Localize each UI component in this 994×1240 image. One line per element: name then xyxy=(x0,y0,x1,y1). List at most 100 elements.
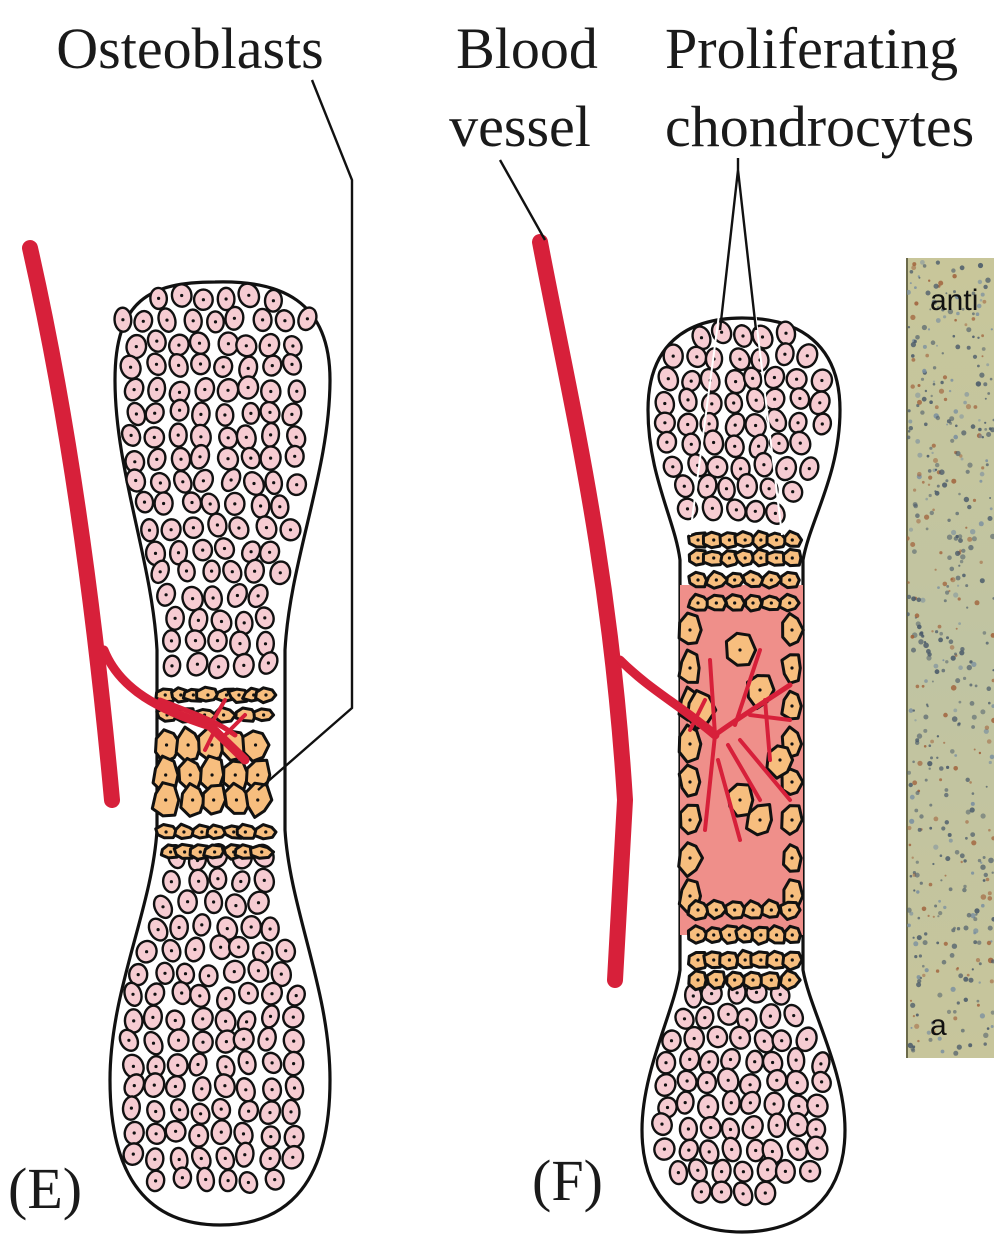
photo-cell-speck xyxy=(988,891,992,895)
photo-cell-speck xyxy=(912,780,917,785)
cell-nucleus xyxy=(249,457,252,460)
photo-cell-speck xyxy=(966,327,971,332)
cell-nucleus xyxy=(227,1179,230,1182)
cell-nucleus xyxy=(219,946,222,949)
cell-nucleus xyxy=(663,1148,666,1151)
photo-cell-speck xyxy=(945,591,949,595)
cell-nucleus xyxy=(696,978,699,981)
photo-cell-speck xyxy=(951,268,955,272)
cell-nucleus xyxy=(270,992,273,995)
cell-nucleus xyxy=(192,526,195,529)
photo-cell-speck xyxy=(988,829,991,832)
photo-cell-speck xyxy=(959,414,964,419)
photo-cell-speck xyxy=(943,906,946,909)
cell-nucleus xyxy=(227,436,230,439)
cell-nucleus xyxy=(242,1132,245,1135)
photo-cell-speck xyxy=(915,393,920,398)
cell-nucleus xyxy=(733,601,736,604)
photo-cell-speck xyxy=(907,595,911,599)
cell-nucleus xyxy=(758,688,761,691)
photo-cell-speck xyxy=(925,390,927,392)
cell-nucleus xyxy=(164,798,167,801)
photo-cell-speck xyxy=(929,883,933,887)
cell-nucleus xyxy=(790,666,793,669)
cell-nucleus xyxy=(730,1148,733,1151)
photo-cell-speck xyxy=(912,262,916,266)
cell-nucleus xyxy=(729,1058,732,1061)
photo-cell-speck xyxy=(972,536,977,541)
cell-nucleus xyxy=(791,490,794,493)
cell-nucleus xyxy=(169,850,172,853)
photo-cell-speck xyxy=(977,337,979,339)
photo-cell-speck xyxy=(932,681,934,683)
cell-nucleus xyxy=(247,294,250,297)
photo-cell-speck xyxy=(913,889,915,891)
cell-nucleus xyxy=(670,1039,673,1042)
cell-nucleus xyxy=(247,1110,250,1113)
photo-cell-speck xyxy=(983,300,987,304)
photo-cell-speck xyxy=(964,497,969,502)
cell-nucleus xyxy=(194,639,197,642)
cell-nucleus xyxy=(271,1061,274,1064)
cell-nucleus xyxy=(184,972,187,975)
cell-nucleus xyxy=(790,628,793,631)
photo-cell-speck xyxy=(960,554,965,559)
cell-nucleus xyxy=(224,997,227,1000)
photo-cell-speck xyxy=(954,409,959,414)
photo-cell-speck xyxy=(941,826,945,830)
photo-cell-speck xyxy=(979,373,984,378)
cell-nucleus xyxy=(711,507,714,510)
cell-nucleus xyxy=(225,693,228,696)
photo-cell-speck xyxy=(913,709,915,711)
cell-nucleus xyxy=(727,1013,730,1016)
photo-cell-speck xyxy=(960,265,965,270)
photo-cell-speck xyxy=(932,863,934,865)
photo-cell-speck xyxy=(937,735,939,737)
cell-nucleus xyxy=(233,970,236,973)
cell-nucleus xyxy=(734,424,737,427)
photo-cell-speck xyxy=(953,1051,958,1056)
cell-nucleus xyxy=(201,1017,204,1020)
photo-cell-speck xyxy=(964,392,969,397)
photo-cell-speck xyxy=(917,598,922,603)
cell-nucleus xyxy=(762,463,765,466)
photo-cell-speck xyxy=(958,538,963,543)
photo-cell-speck xyxy=(910,270,914,274)
photo-cell-speck xyxy=(926,528,929,531)
photo-cell-speck xyxy=(914,719,916,721)
cell-nucleus xyxy=(256,798,259,801)
cell-nucleus xyxy=(235,798,238,801)
photo-cell-speck xyxy=(910,542,915,547)
photo-cell-speck xyxy=(916,685,920,689)
photo-cell-speck xyxy=(933,458,938,463)
cell-nucleus xyxy=(250,925,253,928)
cell-nucleus xyxy=(690,380,693,383)
photo-cell-speck xyxy=(915,873,920,878)
photo-cell-speck xyxy=(974,405,978,409)
photo-cell-speck xyxy=(957,1045,962,1050)
cell-nucleus xyxy=(775,933,778,936)
photo-cell-speck xyxy=(907,581,910,584)
cell-nucleus xyxy=(770,978,773,981)
photo-cell-speck xyxy=(980,865,985,870)
photo-cell-speck xyxy=(921,378,924,381)
cell-nucleus xyxy=(261,318,264,321)
photo-cell-speck xyxy=(958,597,961,600)
photo-cell-speck xyxy=(990,979,994,983)
photo-cell-speck xyxy=(911,635,915,639)
photo-cell-speck xyxy=(913,489,916,492)
photo-cell-speck xyxy=(936,416,940,420)
cell-nucleus xyxy=(216,877,219,880)
photo-cell-speck xyxy=(971,840,976,845)
cell-nucleus xyxy=(250,550,253,553)
photo-cell-speck xyxy=(911,596,916,601)
photo-cell-speck xyxy=(983,879,986,882)
photo-cell-speck xyxy=(966,607,968,609)
cell-nucleus xyxy=(179,458,182,461)
cell-nucleus xyxy=(821,422,824,425)
photo-label-bottom: a xyxy=(930,1009,947,1042)
cell-nucleus xyxy=(203,388,206,391)
photo-cell-speck xyxy=(972,336,975,339)
cell-nucleus xyxy=(268,411,271,414)
cell-nucleus xyxy=(256,773,259,776)
